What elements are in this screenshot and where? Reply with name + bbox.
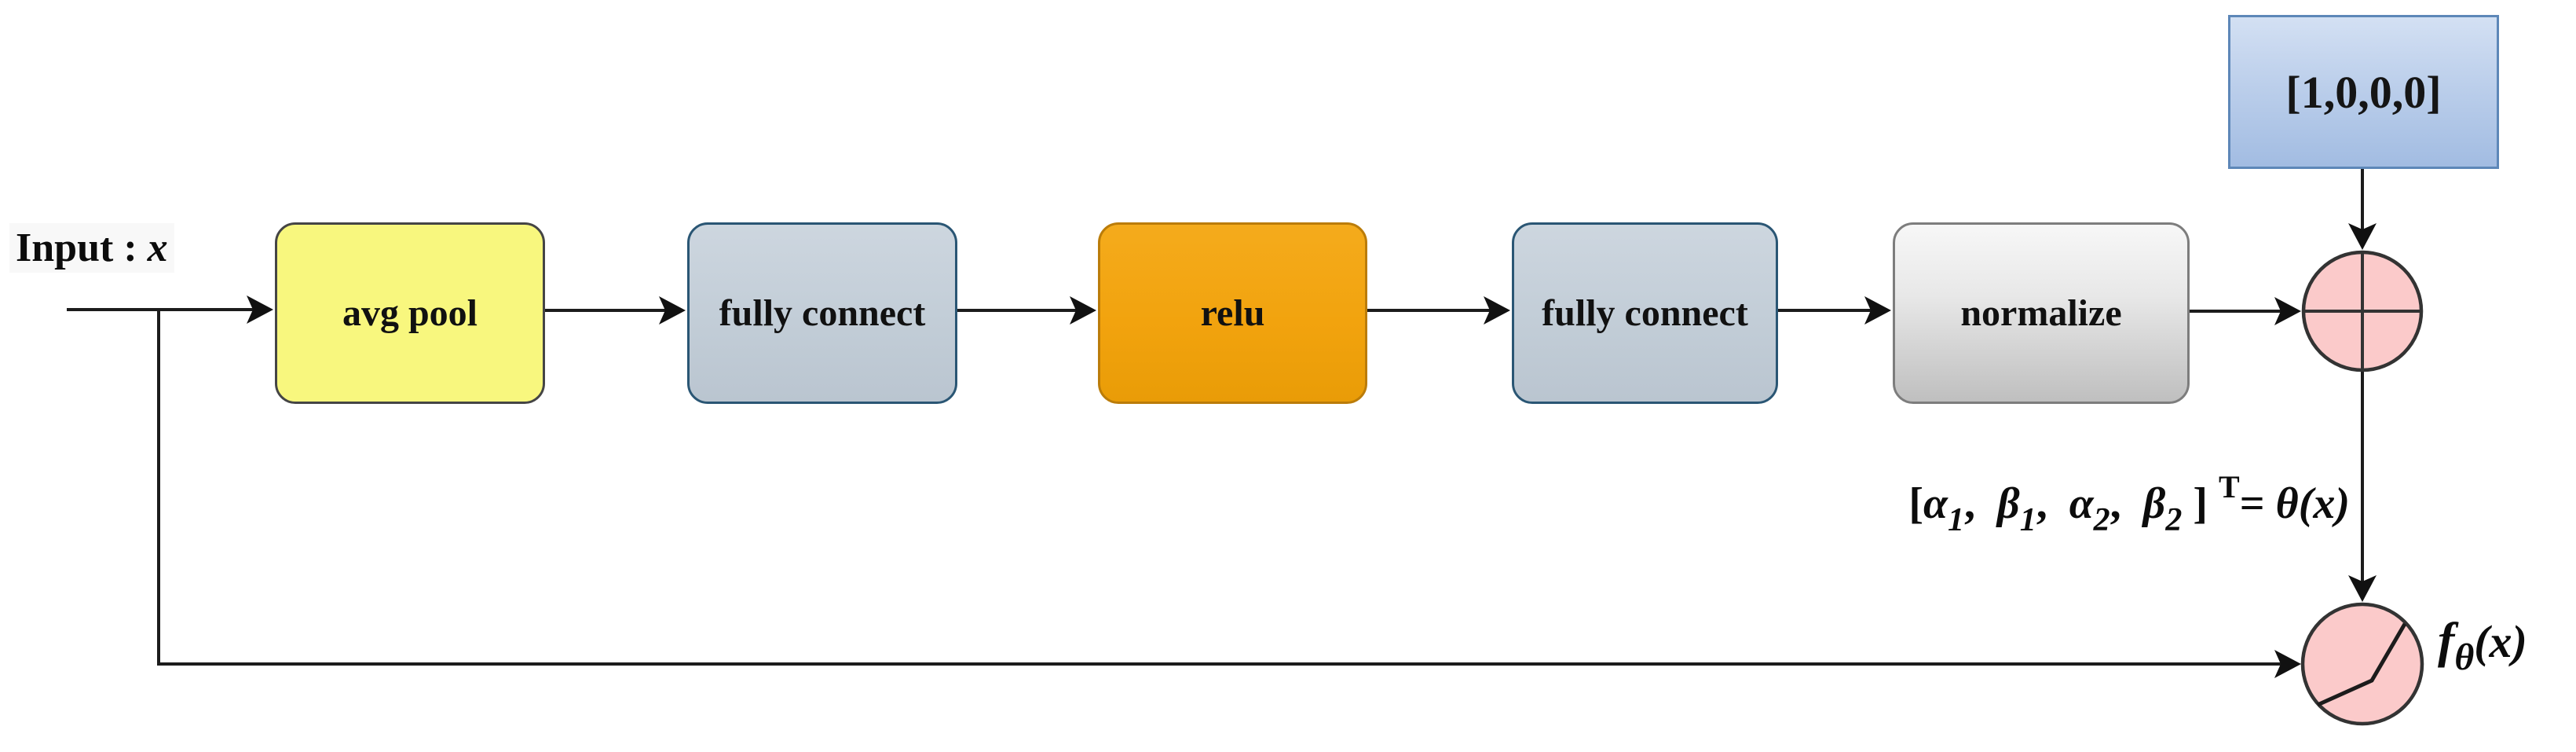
formula-theta-x: θ(x)	[2275, 479, 2350, 528]
input-label-text: Input :	[16, 226, 137, 270]
arrowhead-into-relu	[1070, 296, 1096, 325]
formula-alpha1-sub: 1	[1948, 502, 1964, 538]
formula-equals: =	[2239, 479, 2276, 528]
fully-connect-2-label: fully connect	[1542, 292, 1748, 334]
formula-transpose-T: T	[2219, 469, 2240, 504]
formula-comma3: ,	[2109, 479, 2143, 528]
avg-pool-box: avg pool	[275, 222, 545, 404]
formula-beta1-sub: 1	[2019, 502, 2036, 538]
arrowhead-into-activation-left	[2274, 650, 2301, 678]
arrowhead-into-sum-left	[2274, 297, 2301, 325]
normalize-label: normalize	[1960, 292, 2122, 334]
output-f: f	[2438, 612, 2455, 668]
arrowhead-into-fc2	[1484, 296, 1510, 325]
output-theta-sub: θ	[2454, 636, 2475, 678]
sum-node-cross-icon	[2303, 252, 2421, 370]
fully-connect-1-label: fully connect	[719, 292, 926, 334]
formula-comma1: ,	[1964, 479, 1997, 528]
arrowhead-into-activation-top	[2348, 575, 2377, 602]
one-hot-vector-box: [1,0,0,0]	[2228, 15, 2499, 169]
relu-box: relu	[1098, 222, 1367, 404]
formula-bracket-open: [	[1908, 479, 1924, 528]
arrowheads	[247, 223, 2377, 678]
formula-beta2: β	[2142, 479, 2166, 528]
arrowhead-into-sum-top	[2348, 223, 2377, 250]
normalize-box: normalize	[1893, 222, 2190, 404]
formula-beta2-sub: 2	[2165, 502, 2183, 538]
activation-node-circle	[2300, 602, 2424, 726]
formula-bracket-close: ]	[2182, 479, 2219, 528]
theta-formula: [α1, β1, α2, β2 ] T= θ(x)	[1634, 468, 2350, 539]
activation-curve-icon	[2316, 622, 2407, 707]
arrowhead-into-fc1	[659, 296, 686, 325]
arrowhead-into-normalize	[1864, 296, 1891, 325]
input-variable-x: x	[137, 226, 168, 270]
relu-label: relu	[1200, 292, 1265, 334]
arrowhead-into-avgpool	[247, 295, 273, 324]
formula-alpha2-sub: 2	[2093, 502, 2110, 538]
avg-pool-label: avg pool	[342, 292, 478, 334]
one-hot-vector-label: [1,0,0,0]	[2285, 66, 2442, 118]
fully-connect-box-2: fully connect	[1512, 222, 1778, 404]
formula-beta1: β	[1997, 479, 2020, 528]
input-label: Input : x	[9, 223, 174, 273]
formula-alpha2: α	[2069, 479, 2094, 528]
output-args: (x)	[2474, 616, 2527, 667]
formula-alpha1: α	[1923, 479, 1948, 528]
output-label: fθ(x)	[2438, 611, 2527, 679]
formula-comma2: ,	[2036, 479, 2069, 528]
fully-connect-box-1: fully connect	[687, 222, 957, 404]
